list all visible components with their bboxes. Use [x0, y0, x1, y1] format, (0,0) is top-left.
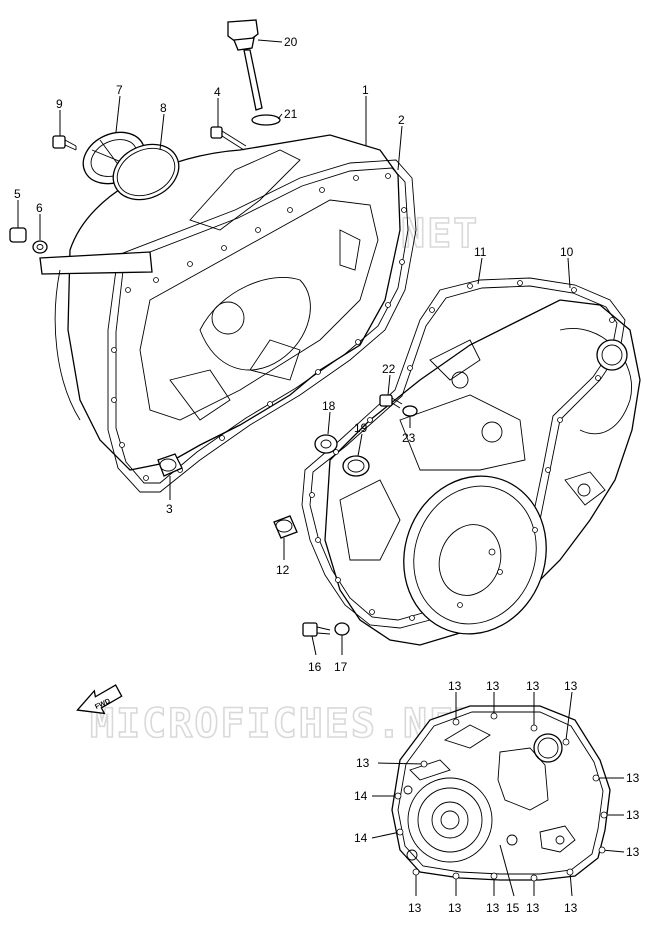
bolt-9 [52, 135, 77, 151]
callout-18: 18 [322, 399, 336, 413]
fwd-arrow: FWD [76, 684, 123, 715]
callout-13-top-4: 13 [564, 679, 578, 693]
callout-19: 19 [354, 421, 368, 435]
callout-4: 4 [214, 85, 221, 99]
callout-7: 7 [116, 83, 123, 97]
callout-13-top-1: 13 [448, 679, 462, 693]
callout-13-right-2: 13 [626, 808, 640, 822]
callout-13-bottom-2: 13 [448, 901, 462, 915]
bolt-22 [379, 394, 403, 409]
callout-13-bottom-5: 13 [564, 901, 578, 915]
callout-13-left-1: 13 [356, 756, 370, 770]
callout-5: 5 [14, 187, 21, 201]
callout-1: 1 [362, 83, 369, 97]
callout-12: 12 [276, 563, 290, 577]
callout-2: 2 [398, 113, 405, 127]
callout-10: 10 [560, 245, 574, 259]
callout-23: 23 [402, 431, 416, 445]
magneto-cover-detail [391, 705, 611, 881]
detail-fastener-dots [394, 712, 608, 882]
callout-13-bottom-3: 13 [486, 901, 500, 915]
clutch-cover [39, 134, 417, 493]
callout-8: 8 [160, 101, 167, 115]
plug-5 [9, 227, 27, 243]
callout-14-left-1: 14 [354, 789, 368, 803]
callout-13-top-3: 13 [526, 679, 540, 693]
dowel-pin-3 [157, 453, 183, 477]
magneto-cover [301, 277, 641, 646]
callout-9: 9 [56, 97, 63, 111]
o-ring-19 [342, 455, 370, 477]
callout-labels: 20 21 7 8 9 4 1 2 5 6 11 10 22 18 19 23 … [14, 35, 640, 915]
callout-3: 3 [166, 502, 173, 516]
bolt-16 [302, 622, 331, 637]
washer-23 [402, 405, 418, 417]
washer-17 [334, 622, 350, 636]
bolt-4 [210, 126, 247, 151]
callout-13-bottom-1: 13 [408, 901, 422, 915]
callout-15: 15 [506, 901, 520, 915]
callout-20: 20 [284, 35, 298, 49]
plug-18 [314, 434, 338, 454]
callout-13-top-2: 13 [486, 679, 500, 693]
dowel-pin-12 [273, 515, 298, 539]
callout-17: 17 [334, 660, 348, 674]
callout-6: 6 [36, 201, 43, 215]
washer-6 [32, 240, 48, 254]
o-ring-21 [251, 114, 281, 126]
callout-13-bottom-4: 13 [526, 901, 540, 915]
o-ring-8 [112, 143, 180, 201]
callout-16: 16 [308, 660, 322, 674]
magneto-cover-holes [309, 280, 615, 621]
callout-13-right-3: 13 [626, 845, 640, 859]
callout-14-left-2: 14 [354, 831, 368, 845]
callout-22: 22 [382, 362, 396, 376]
callout-21: 21 [284, 107, 298, 121]
clutch-cover-gasket [107, 159, 417, 493]
oil-filler-cap [227, 19, 263, 111]
callout-11: 11 [474, 245, 487, 259]
callout-13-right-1: 13 [626, 771, 640, 785]
